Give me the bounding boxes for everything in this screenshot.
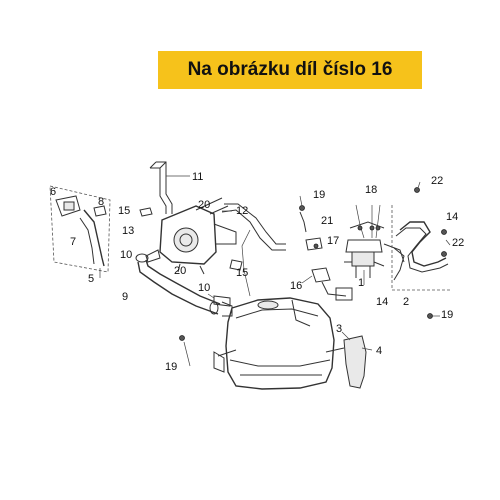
callout-15b: 15 [236,267,248,279]
callout-22b: 22 [452,237,464,249]
fuel-tank [213,297,345,390]
callout-2: 2 [403,296,409,308]
part-18-fuel-pump [344,204,405,278]
callout-labels: 1 2 3 4 5 6 7 8 9 10 10 11 12 13 14 14 1… [50,171,464,373]
part-11-tube [149,161,173,214]
bolt-14 [441,229,447,235]
callout-11: 11 [192,171,203,183]
callout-20b: 20 [174,265,186,277]
bolts [179,187,447,341]
bolt-19-left [179,335,185,341]
part-10-pipe-left [145,249,161,263]
callout-14a: 14 [446,211,458,223]
callout-6: 6 [50,186,56,198]
callout-19c: 19 [165,361,177,373]
callout-7: 7 [70,236,76,248]
bolt-22-top [414,187,420,193]
bolt-19-top [299,205,305,211]
callout-4: 4 [376,345,382,357]
callout-18: 18 [365,184,377,196]
callout-22a: 22 [431,175,443,187]
callout-8: 8 [98,196,104,208]
callout-5: 5 [88,273,94,285]
callout-19a: 19 [313,189,325,201]
part-10-pipe-lower [213,295,231,307]
part-2-hose [391,205,452,291]
part-15-clamp-right [229,259,243,271]
callout-9: 9 [122,291,128,303]
callout-14b: 14 [376,296,388,308]
callout-15a: 15 [118,205,130,217]
part-16-fuel-sender [301,267,353,301]
leader-lines [99,175,451,367]
part-13-canister [159,197,237,275]
title-text: Na obrázku díl číslo 16 [187,59,393,80]
title-banner: Na obrázku díl číslo 16 [158,51,422,89]
bolt-22-right [441,251,447,257]
callout-21: 21 [321,215,333,227]
part-6-valve [55,195,81,217]
part-4-plate [341,331,367,389]
callout-1: 1 [358,277,364,289]
part-15-clamp-left [139,207,153,217]
callout-16: 16 [290,280,302,292]
part-7-hose [79,209,105,267]
callout-19b: 19 [441,309,453,321]
callout-10a: 10 [120,249,132,261]
part-5-bracket [49,185,111,273]
callout-13: 13 [122,225,134,237]
part-19-stem [299,211,307,233]
callout-12: 12 [236,205,248,217]
callout-17: 17 [327,235,339,247]
callout-10b: 10 [198,282,210,294]
callout-20a: 20 [198,199,210,211]
clip-21 [313,243,319,249]
part-17-clip [305,237,323,251]
part-12-hose [221,203,286,297]
part-9-hose [135,253,233,317]
part-8-clip [93,205,107,217]
callout-3: 3 [336,323,342,335]
